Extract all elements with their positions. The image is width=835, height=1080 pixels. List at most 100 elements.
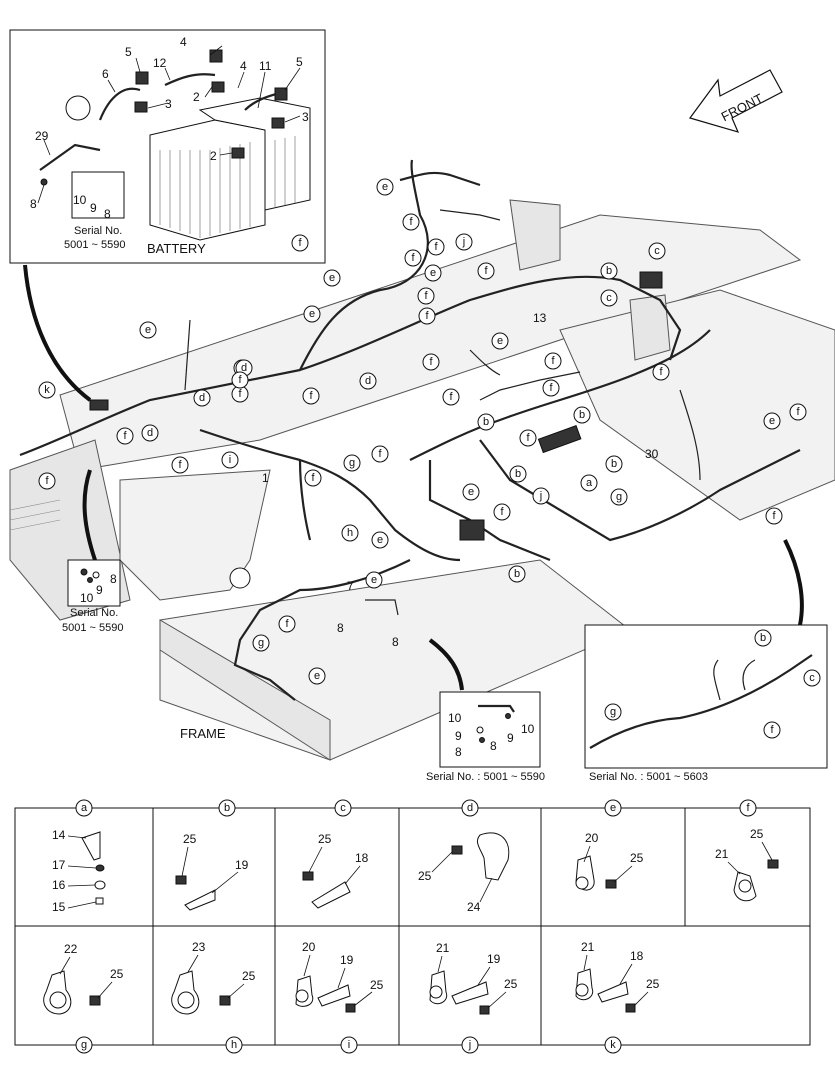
detail-i: 20 19 25: [295, 940, 384, 1013]
callout-circle: [371, 445, 389, 463]
callout-letter: g: [258, 637, 264, 649]
callout-letter: e: [314, 670, 320, 682]
callout-letter: f: [434, 241, 438, 253]
callout-circle: [359, 372, 377, 390]
callout-circle: [116, 427, 134, 445]
callout-circle: [519, 429, 537, 447]
callout-circle: [493, 503, 511, 521]
svg-text:3: 3: [165, 97, 172, 111]
detail-header-circle: [75, 799, 93, 817]
callout-circle: [193, 389, 211, 407]
svg-text:30: 30: [645, 447, 659, 461]
svg-text:25: 25: [370, 978, 384, 992]
callout-letter: d: [199, 392, 205, 404]
svg-text:16: 16: [52, 878, 66, 892]
svg-text:8: 8: [455, 745, 462, 759]
callout-circle: [404, 249, 422, 267]
callout-letter: e: [497, 335, 503, 347]
callout-circle: [652, 363, 670, 381]
callout-letter: d: [147, 427, 153, 439]
callout-letter: i: [229, 454, 231, 466]
callout-circle: [427, 238, 445, 256]
detail-header-circle: [334, 799, 352, 817]
callout-letter: e: [329, 272, 335, 284]
callout-circle: [376, 178, 394, 196]
callout-letter: f: [796, 406, 800, 418]
callout-circle: [252, 634, 270, 652]
callout-letter: j: [539, 490, 542, 502]
callout-circle: [544, 352, 562, 370]
callout-circle: [462, 483, 480, 501]
callout-letter: f: [526, 432, 530, 444]
callout-letter: e: [769, 415, 775, 427]
svg-text:25: 25: [110, 967, 124, 981]
callout-circle: [231, 371, 249, 389]
svg-text:21: 21: [436, 941, 450, 955]
callout-circle: [38, 472, 56, 490]
detail-f: 25 21: [715, 827, 779, 902]
svg-text:8: 8: [337, 621, 344, 635]
svg-text:8: 8: [110, 572, 117, 586]
callout-circle: [402, 213, 420, 231]
callout-circle: [343, 454, 361, 472]
svg-text:9: 9: [507, 731, 514, 745]
svg-text:18: 18: [355, 851, 369, 865]
svg-text:11: 11: [259, 59, 272, 73]
callout-letter: a: [586, 477, 593, 489]
svg-text:25: 25: [418, 869, 432, 883]
callout-letter: f: [424, 290, 428, 302]
callout-circle: [365, 571, 383, 589]
inset-pointer: [23, 264, 92, 402]
front-arrow-icon: FRONT: [689, 69, 783, 133]
svg-text:8: 8: [490, 739, 497, 753]
callout-letter: f: [298, 237, 302, 249]
detail-header-circle: [75, 1036, 93, 1054]
svg-text:5: 5: [296, 55, 303, 69]
callout-letter: d: [365, 375, 371, 387]
callout-letter: e: [430, 267, 436, 279]
detail-header-circle: [604, 1036, 622, 1054]
callout-circle: [278, 615, 296, 633]
detail-header-circle: [218, 799, 236, 817]
callout-letter: f: [238, 388, 242, 400]
svg-text:25: 25: [504, 977, 518, 991]
inset-pointer: [783, 539, 804, 626]
callout-letter: g: [349, 457, 355, 469]
svg-text:25: 25: [183, 832, 197, 846]
callout-circle: [509, 465, 527, 483]
callout-circle: [600, 262, 618, 280]
callout-circle: [763, 412, 781, 430]
inset-pointer: [428, 638, 464, 691]
callout-circle: [605, 455, 623, 473]
callout-circle: [477, 262, 495, 280]
callout-circle: [139, 321, 157, 339]
bottom-serial-right-text: Serial No. : 5001 ~ 5603: [589, 771, 708, 783]
callout-circle: [417, 287, 435, 305]
svg-text:25: 25: [318, 832, 332, 846]
detail-header-circle: [461, 799, 479, 817]
svg-text:20: 20: [585, 831, 599, 845]
main-callouts: 13 1 30 7 8 8 effffeefjeffbccffeefddkfdf…: [38, 178, 807, 685]
callout-circle: [371, 531, 389, 549]
svg-text:19: 19: [340, 953, 354, 967]
callout-circle: [418, 307, 436, 325]
svg-text:17: 17: [52, 858, 66, 872]
detail-header-letter: h: [231, 1039, 237, 1051]
callout-letter: f: [123, 430, 127, 442]
svg-text:29: 29: [35, 129, 49, 143]
callout-letter: f: [449, 391, 453, 403]
callout-letter: f: [409, 216, 413, 228]
svg-text:25: 25: [646, 977, 660, 991]
left-serial-label: Serial No.: [70, 607, 118, 619]
callout-letter: f: [238, 374, 242, 386]
callout-circle: [303, 305, 321, 323]
callout-letter: c: [606, 292, 612, 304]
detail-g: 22 25: [43, 942, 124, 1015]
callout-circle: [508, 565, 526, 583]
callout-letter: b: [606, 265, 612, 277]
callout-letter: e: [382, 181, 388, 193]
callout-letter: f: [45, 475, 49, 487]
svg-text:23: 23: [192, 940, 206, 954]
callout-circle: [308, 667, 326, 685]
